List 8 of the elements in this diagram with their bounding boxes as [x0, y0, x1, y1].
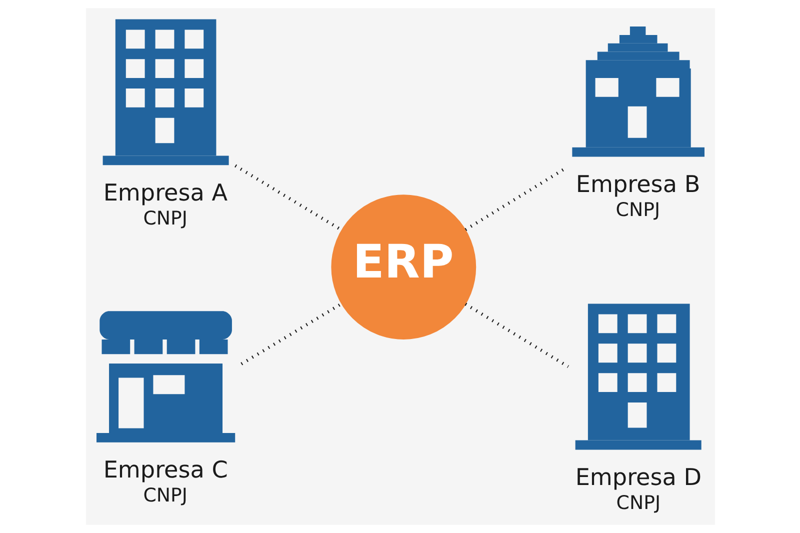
node-label: CNPJ: [142, 484, 188, 507]
node-label: CNPJ: [142, 207, 188, 230]
node-label: Empresa A: [102, 180, 228, 206]
node-label: CNPJ: [615, 198, 660, 221]
node-label: Empresa C: [102, 458, 228, 484]
node-label: Empresa B: [575, 172, 700, 198]
node-label: Empresa D: [574, 465, 702, 492]
node-label: CNPJ: [616, 492, 660, 514]
